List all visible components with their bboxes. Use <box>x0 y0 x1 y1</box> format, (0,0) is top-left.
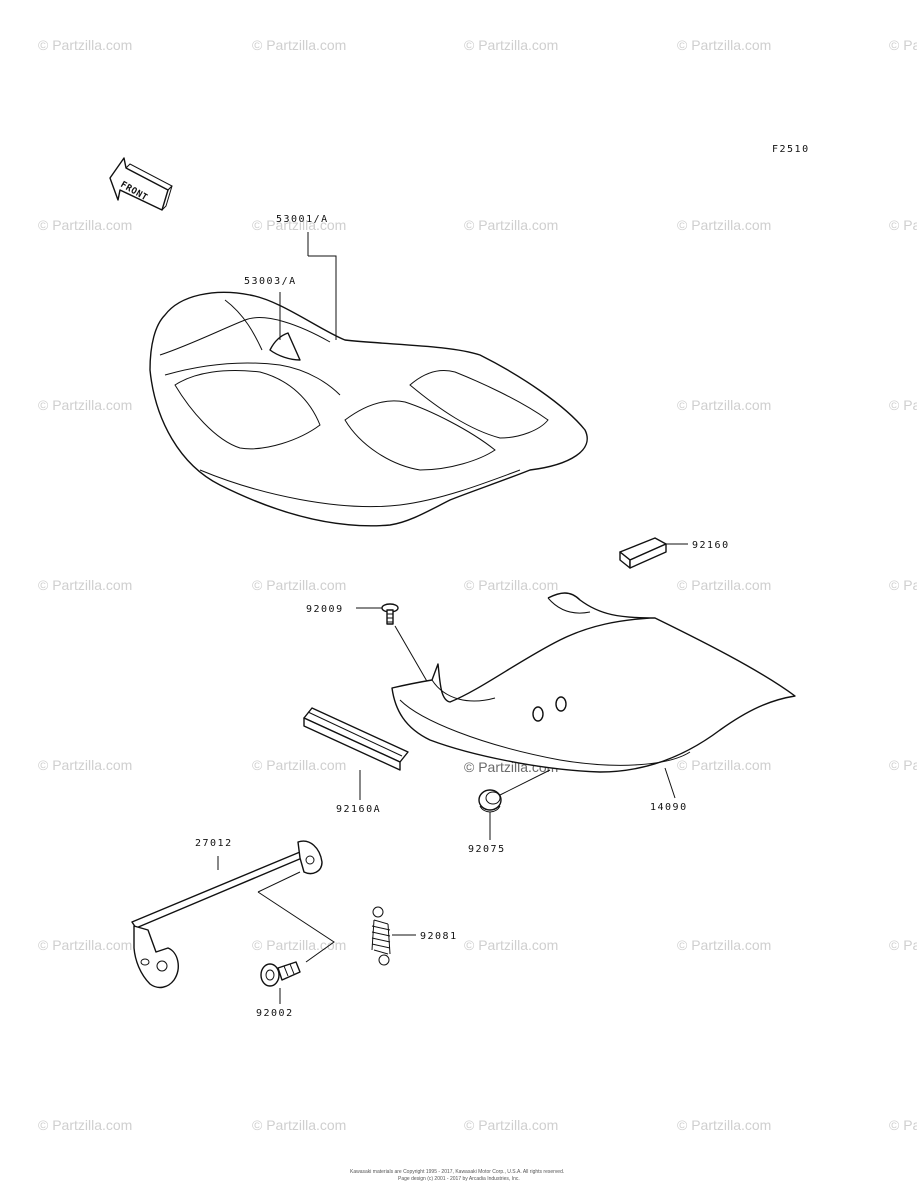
watermark: © Partzilla.com <box>464 937 558 953</box>
watermark: © Partzilla.com <box>38 577 132 593</box>
watermark: © Partzilla.com <box>677 37 771 53</box>
watermark: © Partzilla.com <box>889 577 917 593</box>
pad-large <box>303 707 409 771</box>
tail-cover-leader <box>664 767 676 799</box>
pad-small <box>619 537 667 569</box>
watermark: © Partzilla.com <box>252 37 346 53</box>
watermark: © Partzilla.com <box>38 757 132 773</box>
footer-copyright: Kawasaki materials are Copyright 1995 - … <box>350 1169 564 1175</box>
grommet-to-cover-leader <box>499 769 551 796</box>
bolt-top-label: 92009 <box>306 604 344 615</box>
watermark-grid: © Partzilla.com © Partzilla.com © Partzi… <box>38 37 917 1133</box>
grommet <box>478 789 502 813</box>
watermark: © Partzilla.com <box>252 1117 346 1133</box>
watermark: © Partzilla.com <box>677 577 771 593</box>
watermark: © Partzilla.com <box>889 757 917 773</box>
watermark: © Partzilla.com <box>38 937 132 953</box>
hinge-bracket-bolt-leader <box>257 871 335 963</box>
grommet-label: 92075 <box>468 844 506 855</box>
watermark: © Partzilla.com <box>677 757 771 773</box>
bolt-top-to-cover-leader <box>394 625 433 691</box>
watermark: © Partzilla.com <box>677 1117 771 1133</box>
watermark: © Partzilla.com <box>889 37 917 53</box>
hinge-bracket-label: 27012 <box>195 838 233 849</box>
bolt-top <box>381 603 399 625</box>
watermark: © Partzilla.com <box>677 397 771 413</box>
bolt-bottom-label: 92002 <box>256 1008 294 1019</box>
front-arrow-icon: FRONT <box>109 157 173 211</box>
spring-label: 92081 <box>420 931 458 942</box>
watermark: © Partzilla.com <box>38 1117 132 1133</box>
watermark: © Partzilla.com <box>464 577 558 593</box>
watermark: © Partzilla.com <box>38 217 132 233</box>
bolt-bottom <box>260 961 301 987</box>
hinge-bracket <box>131 840 323 989</box>
watermark: © Partzilla.com <box>677 937 771 953</box>
pad-small-label: 92160 <box>692 540 730 551</box>
watermark: © Partzilla.com <box>464 37 558 53</box>
seat <box>149 291 588 527</box>
spring <box>371 906 391 966</box>
diagram-code: F2510 <box>772 144 810 155</box>
watermark: © Partzilla.com <box>464 217 558 233</box>
seat-label: 53001/A <box>276 214 329 225</box>
tail-cover <box>391 592 796 773</box>
watermark: © Partzilla.com <box>677 217 771 233</box>
pad-large-label: 92160A <box>336 804 381 815</box>
watermark: © Partzilla.com <box>38 397 132 413</box>
watermark: © Partzilla.com <box>252 757 346 773</box>
watermark: © Partzilla.com <box>252 937 346 953</box>
watermark: © Partzilla.com <box>889 397 917 413</box>
watermark: © Partzilla.com <box>464 1117 558 1133</box>
watermark: © Partzilla.com <box>252 217 346 233</box>
seat-leader <box>307 232 337 340</box>
footer-design: Page design (c) 2001 - 2017 by Arcadia I… <box>398 1176 520 1182</box>
watermark: © Partzilla.com <box>889 217 917 233</box>
seat-sub-label: 53003/A <box>244 276 297 287</box>
watermark: © Partzilla.com <box>252 577 346 593</box>
watermark: © Partzilla.com <box>38 37 132 53</box>
watermark: © Partzilla.com <box>889 937 917 953</box>
watermark: © Partzilla.com <box>889 1117 917 1133</box>
tail-cover-label: 14090 <box>650 802 688 813</box>
